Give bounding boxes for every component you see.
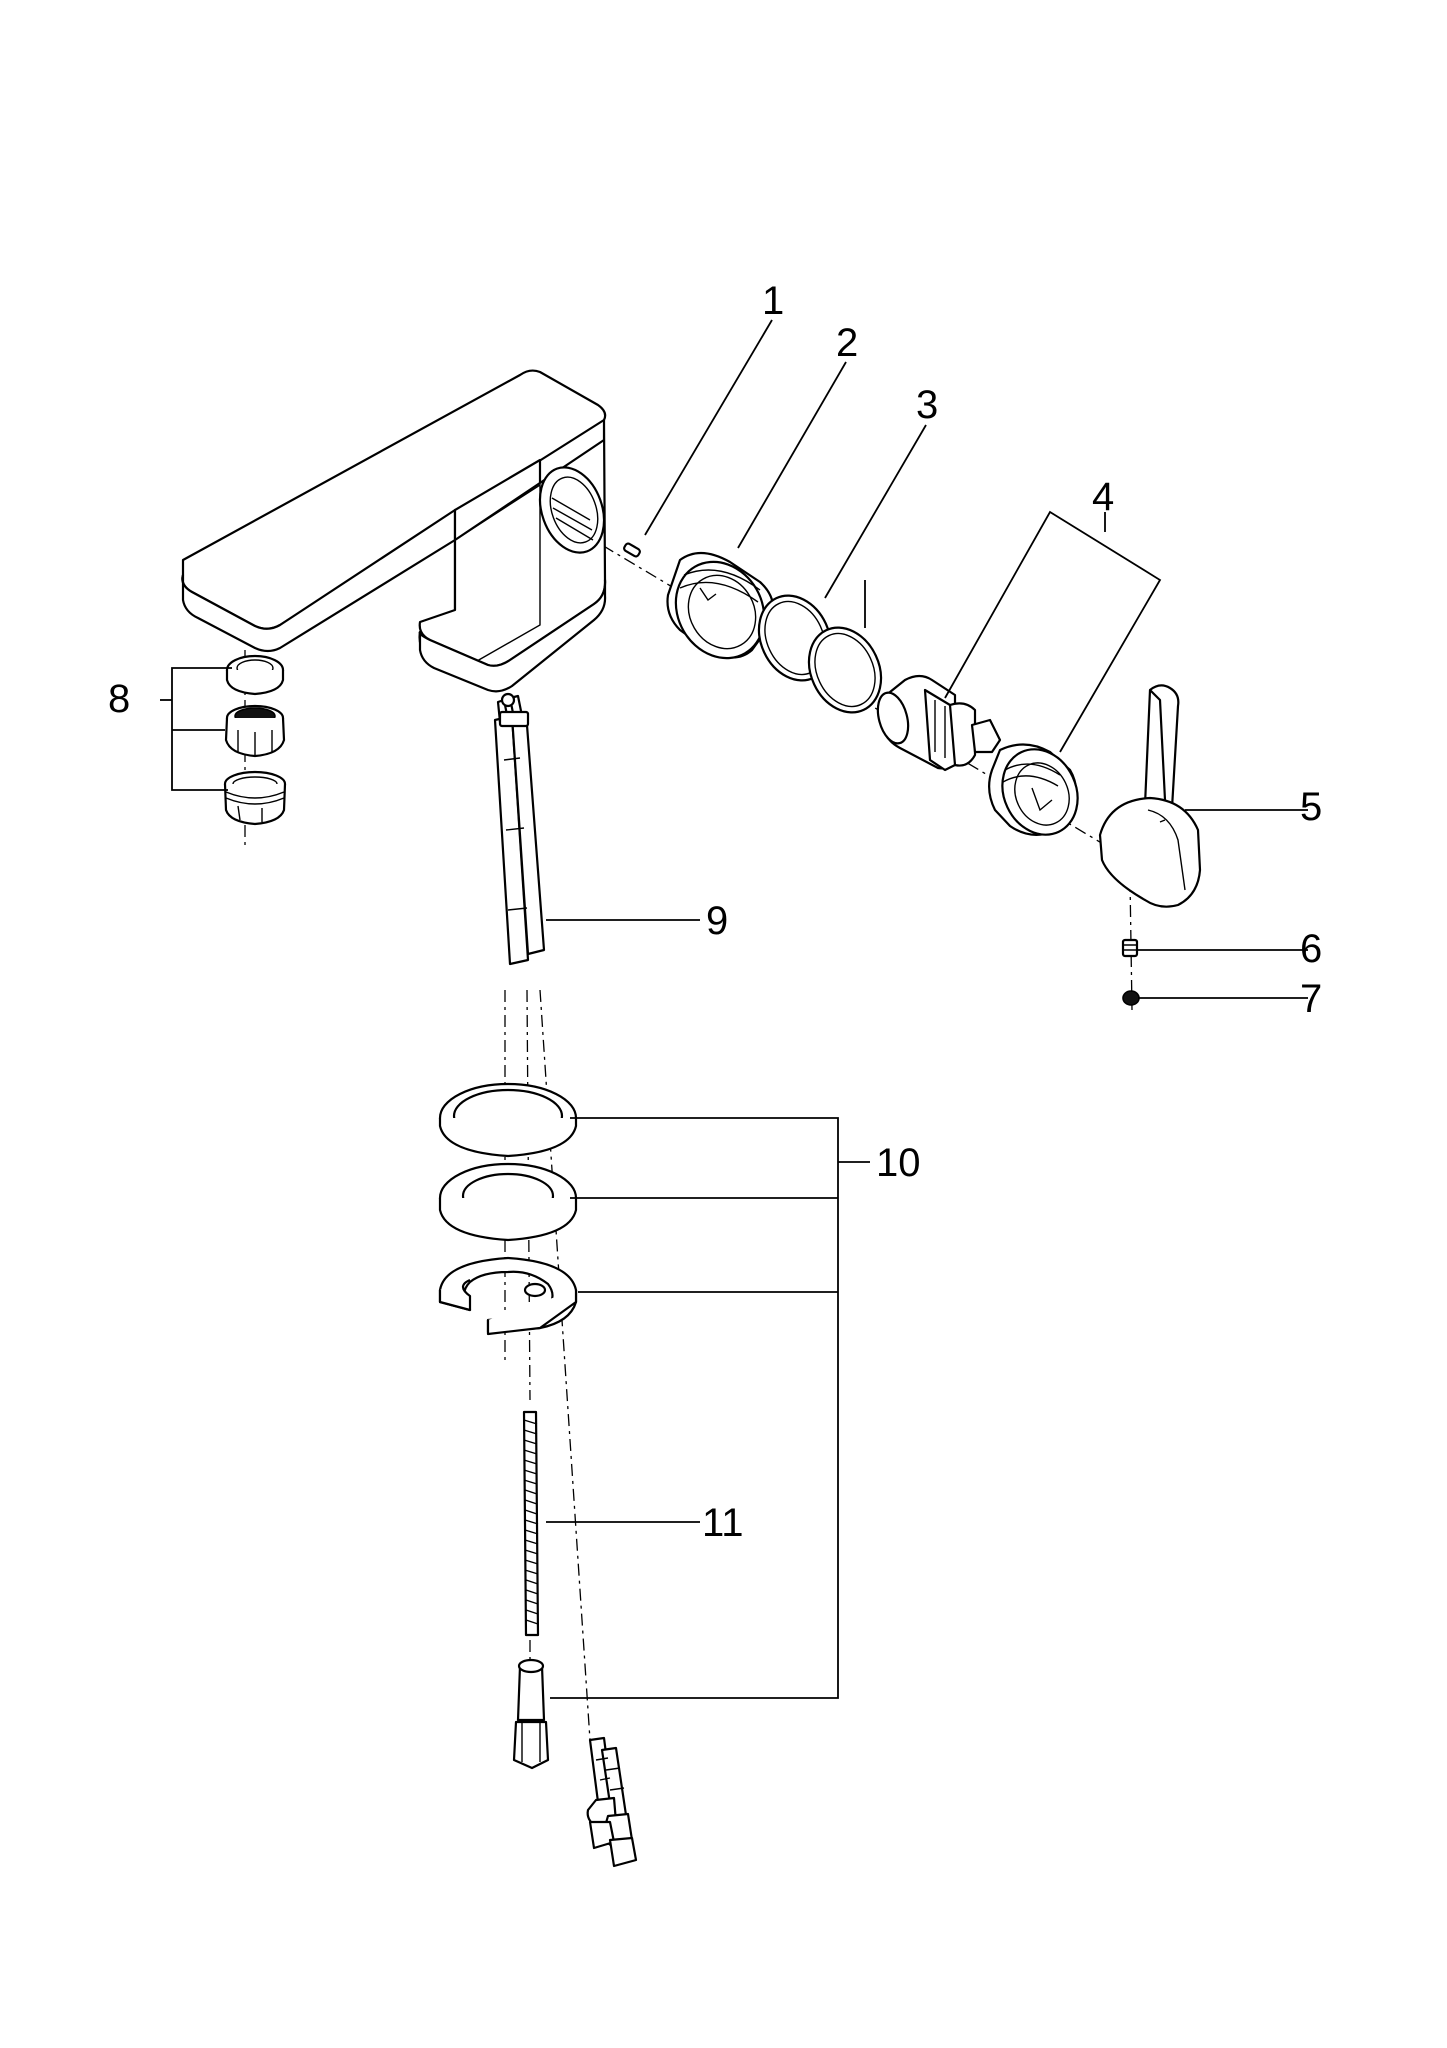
o-rings: [757, 594, 883, 714]
flexible-hoses: [493, 692, 546, 966]
center-axes: [244, 519, 1133, 1741]
cartridge-nut: [666, 551, 775, 660]
lever-handle: [1098, 684, 1202, 908]
callout-10: 10: [876, 1141, 921, 1185]
callout-3: 3: [916, 383, 938, 427]
callout-7: 7: [1300, 977, 1322, 1021]
cap: [1122, 990, 1140, 1006]
callout-1: 1: [762, 279, 784, 323]
grub-screw: [1121, 938, 1139, 958]
callout-9: 9: [706, 899, 728, 943]
callout-11: 11: [702, 1501, 744, 1545]
hose-ends: [586, 1736, 638, 1868]
leader-4: [944, 510, 1162, 753]
cover-nut: [988, 743, 1079, 837]
threaded-rod: [522, 1410, 540, 1637]
leader-1: [644, 319, 773, 536]
faucet-body: [181, 369, 607, 693]
leader-2: [737, 361, 847, 549]
callout-8: 8: [108, 677, 130, 721]
leader-8: [171, 667, 232, 791]
pin: [623, 542, 641, 558]
leader-10: [550, 1117, 839, 1699]
leader-lines: [160, 319, 1308, 1699]
callout-5: 5: [1300, 785, 1322, 829]
aerator-set: [223, 654, 287, 826]
callouts: 1 2 3 4 5 6 7 8 9 10 11: [108, 279, 1322, 1545]
mounting-set: [438, 1082, 578, 1770]
leader-3a: [824, 424, 927, 599]
callout-2: 2: [836, 321, 858, 365]
callout-4: 4: [1092, 475, 1114, 519]
callout-6: 6: [1300, 927, 1322, 971]
cartridge: [876, 674, 1002, 772]
